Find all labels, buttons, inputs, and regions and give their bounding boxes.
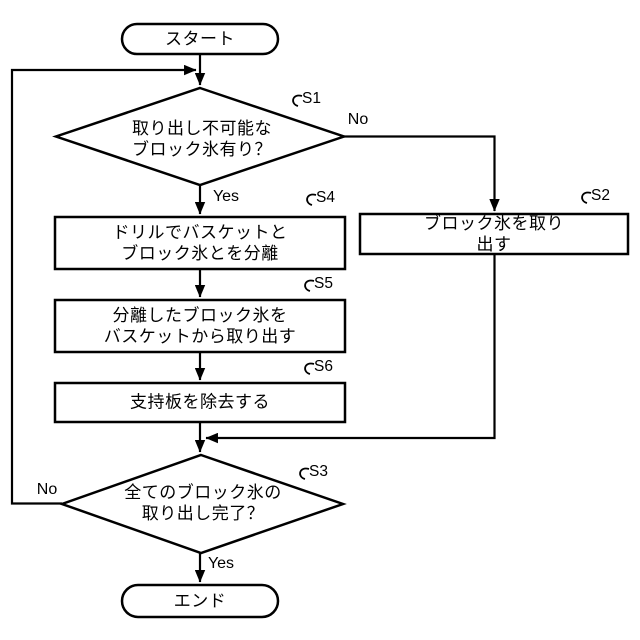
- process-s4-shape: [53, 215, 347, 271]
- decision-s3-shape: [58, 453, 347, 555]
- connector-s2-to-merge: [205, 254, 496, 444]
- leader-curve-s1: [292, 94, 303, 107]
- leader-curve-s5: [304, 279, 315, 292]
- process-s5-shape: [53, 298, 347, 354]
- start-terminal-shape: [120, 22, 280, 56]
- decision-s1-shape: [52, 86, 348, 187]
- connector-s1-no-to-s2: [344, 135, 500, 212]
- leader-curve-s4: [306, 193, 317, 206]
- leader-curve-s2: [581, 191, 592, 204]
- leader-curve-s3: [299, 467, 310, 480]
- connector-s3-no-loopback: [10, 64, 197, 505]
- process-s6-shape: [53, 381, 347, 424]
- process-s2-shape: [358, 212, 630, 256]
- end-terminal-shape: [120, 583, 280, 619]
- leader-curve-s6: [304, 362, 315, 375]
